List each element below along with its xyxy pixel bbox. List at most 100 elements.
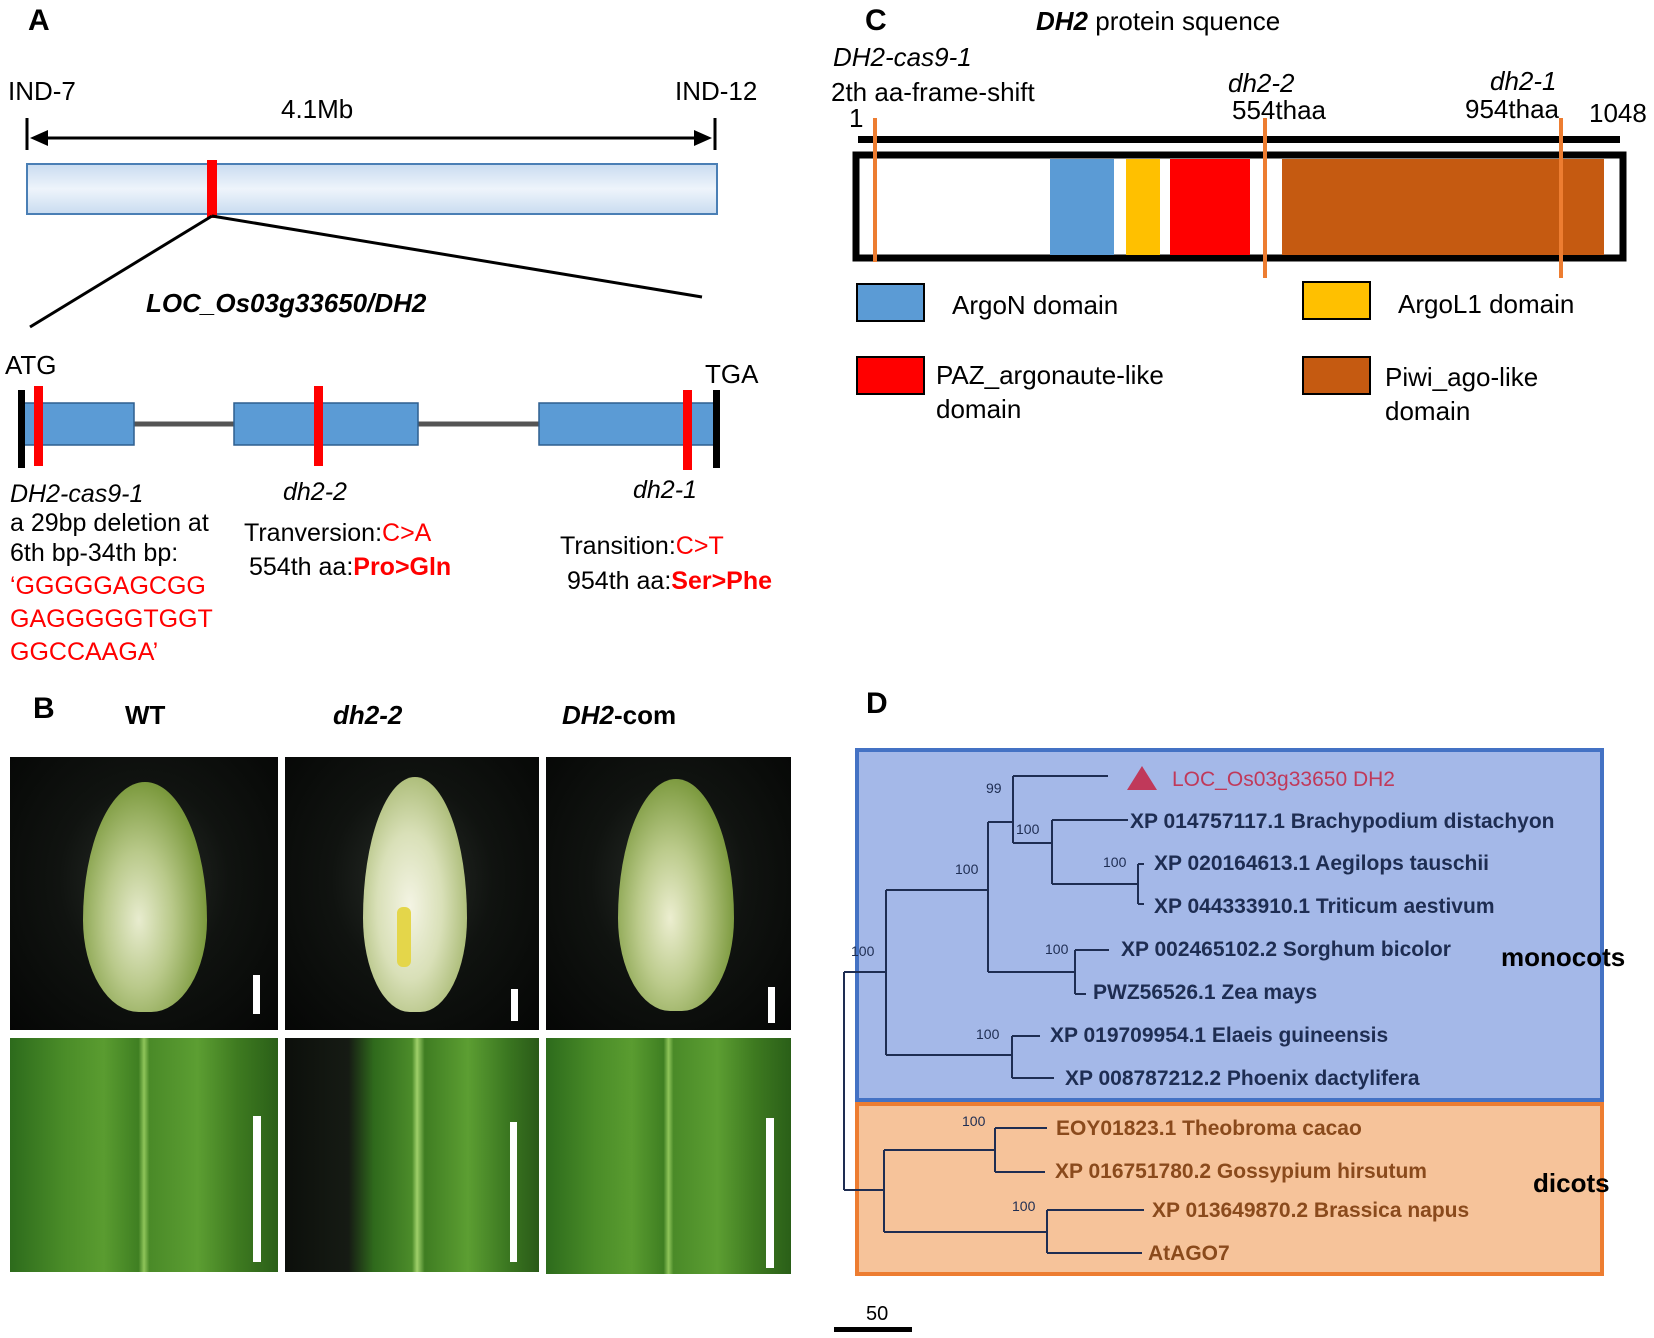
distance-label: 4.1Mb xyxy=(281,94,353,124)
bootstrap-values: 99 100 100 100 100 100 100 100 100 xyxy=(851,780,1127,1214)
paz-domain xyxy=(1170,159,1250,255)
exon-2 xyxy=(233,402,419,446)
dh2-2-site-marker xyxy=(314,386,323,466)
legend-paz-label-2: domain xyxy=(936,394,1021,424)
legend-piwi-label-2: domain xyxy=(1385,396,1470,426)
legend-piwi-label-1: Piwi_ago-like xyxy=(1385,362,1538,392)
panel-a-label: A xyxy=(28,4,50,37)
taxon-brachypodium: XP 014757117.1 Brachypodium distachyon xyxy=(1130,810,1554,833)
cas9-site-marker xyxy=(34,386,43,466)
cas9-seq-3: GGCCAAGA’ xyxy=(10,638,158,666)
col-dh2-2-label: dh2-2 xyxy=(333,700,403,730)
cas9-desc-2: 6th bp-34th bp: xyxy=(10,539,178,567)
legend-argol1-swatch xyxy=(1302,281,1371,320)
bootstrap-brachy: 100 xyxy=(1016,821,1040,837)
scale-bar-dh2-com-spikelet xyxy=(768,987,775,1023)
photo-wt-leaf xyxy=(10,1038,278,1272)
legend-argon-swatch xyxy=(856,283,925,322)
start-boundary xyxy=(18,390,25,468)
protein-length-line xyxy=(858,136,1620,143)
panel-b-label: B xyxy=(33,692,55,725)
scale-bar-wt-spikelet xyxy=(253,975,260,1014)
zoom-line-left xyxy=(29,214,213,329)
panel-b: B WT dh2-2 DH2-com xyxy=(33,692,676,730)
gene-structure xyxy=(18,386,720,470)
group-dicots-label: dicots xyxy=(1533,1168,1610,1198)
panel-c: C DH2 protein squence DH2-cas9-1 2th aa-… xyxy=(831,4,1647,426)
photo-dh2-com-spikelet xyxy=(546,757,791,1030)
dh2-1-position-line xyxy=(1559,118,1563,278)
gene-locus-marker xyxy=(207,160,217,218)
photo-dh2-2-spikelet xyxy=(285,757,539,1030)
scale-bar-wt-leaf xyxy=(253,1116,261,1262)
grain-dh2-com xyxy=(618,779,734,1011)
protein-title: DH2 protein squence xyxy=(1036,6,1280,36)
dh2-1-marker-name: dh2-1 xyxy=(1490,66,1557,96)
taxon-gossypium: XP 016751780.2 Gossypium hirsutum xyxy=(1055,1160,1427,1183)
taxon-elaeis: XP 019709954.1 Elaeis guineensis xyxy=(1050,1024,1388,1047)
gene-title: LOC_Os03g33650/DH2 xyxy=(146,288,427,318)
dh2-2-position-line xyxy=(1263,118,1267,278)
zoom-line-right xyxy=(211,214,703,299)
taxon-aegilops: XP 020164613.1 Aegilops tauschii xyxy=(1154,852,1489,875)
cas9-name: DH2-cas9-1 xyxy=(10,480,143,508)
marker-ind7: IND-7 xyxy=(8,76,76,106)
col-dh2-com-label: DH2-com xyxy=(562,700,676,730)
dh2-1-aa: 954th aa:Ser>Phe xyxy=(567,567,772,595)
bootstrap-elaeis: 100 xyxy=(976,1026,1000,1042)
pos-end-label: 1048 xyxy=(1589,98,1647,128)
dh2-2-marker-name: dh2-2 xyxy=(1228,68,1295,98)
legend-piwi-swatch xyxy=(1302,356,1371,395)
photo-dh2-2-leaf xyxy=(285,1038,539,1272)
dh2-2-change: Tranversion:C>A xyxy=(244,519,432,547)
piwi-domain xyxy=(1282,159,1604,255)
taxon-theobroma: EOY01823.1 Theobroma cacao xyxy=(1056,1117,1362,1140)
cas9-seq-2: GAGGGGGTGGT xyxy=(10,605,213,633)
anther-dh2-2 xyxy=(397,907,411,967)
tree-branches xyxy=(843,775,1144,1254)
photo-wt-spikelet xyxy=(10,757,278,1030)
dicots-box xyxy=(855,1102,1604,1276)
panel-a: A IND-7 IND-12 4.1Mb LOC_Os03g33650/DH2 xyxy=(5,4,772,666)
atg-label: ATG xyxy=(5,350,57,380)
dh2-2-name: dh2-2 xyxy=(283,478,347,506)
panel-c-label: C xyxy=(865,4,887,37)
bootstrap-aegilops: 100 xyxy=(1103,854,1127,870)
taxon-brassica: XP 013649870.2 Brassica napus xyxy=(1152,1199,1469,1222)
bootstrap-brassica: 100 xyxy=(1012,1198,1036,1214)
photo-dh2-com-leaf xyxy=(546,1038,791,1274)
panel-d-label: D xyxy=(866,687,888,720)
group-monocots-label: monocots xyxy=(1501,942,1625,972)
panel-d: D xyxy=(834,687,1625,1332)
taxon-triticum: XP 044333910.1 Triticum aestivum xyxy=(1154,895,1495,918)
taxon-sorghum: XP 002465102.2 Sorghum bicolor xyxy=(1121,938,1451,961)
taxa-labels: LOC_Os03g33650 DH2 XP 014757117.1 Brachy… xyxy=(1050,768,1554,1265)
grain-dh2-2 xyxy=(363,777,467,1012)
cas9-desc-1: a 29bp deletion at xyxy=(10,509,209,537)
bootstrap-grass: 100 xyxy=(955,861,979,877)
legend-paz-swatch xyxy=(856,356,925,395)
grain-wt xyxy=(83,782,207,1012)
cas9-seq-1: ‘GGGGGAGCGG xyxy=(10,572,206,600)
legend-argon-label: ArgoN domain xyxy=(952,290,1118,320)
legend-paz-label-1: PAZ_argonaute-like xyxy=(936,360,1164,390)
taxon-zea: PWZ56526.1 Zea mays xyxy=(1093,981,1317,1004)
tga-label: TGA xyxy=(705,359,759,389)
bootstrap-sorghum: 100 xyxy=(1045,941,1069,957)
scale-bar-dh2-2-spikelet xyxy=(511,989,518,1021)
bootstrap-monocots: 100 xyxy=(851,943,875,959)
legend-argol1-label: ArgoL1 domain xyxy=(1398,289,1574,319)
taxon-atago7: AtAGO7 xyxy=(1148,1242,1230,1265)
cas9-marker-desc: 2th aa-frame-shift xyxy=(831,77,1036,107)
scale-bar-dh2-com-leaf xyxy=(766,1118,774,1268)
dh2-1-name: dh2-1 xyxy=(633,476,697,504)
bootstrap-theobroma: 100 xyxy=(962,1113,986,1129)
chromosome-segment xyxy=(26,163,718,215)
marker-ind12: IND-12 xyxy=(675,76,757,106)
scale-bar xyxy=(834,1327,912,1332)
taxon-dh2: LOC_Os03g33650 DH2 xyxy=(1172,768,1395,791)
stop-boundary xyxy=(713,390,720,468)
argol1-domain xyxy=(1126,159,1160,255)
argon-domain xyxy=(1050,159,1114,255)
